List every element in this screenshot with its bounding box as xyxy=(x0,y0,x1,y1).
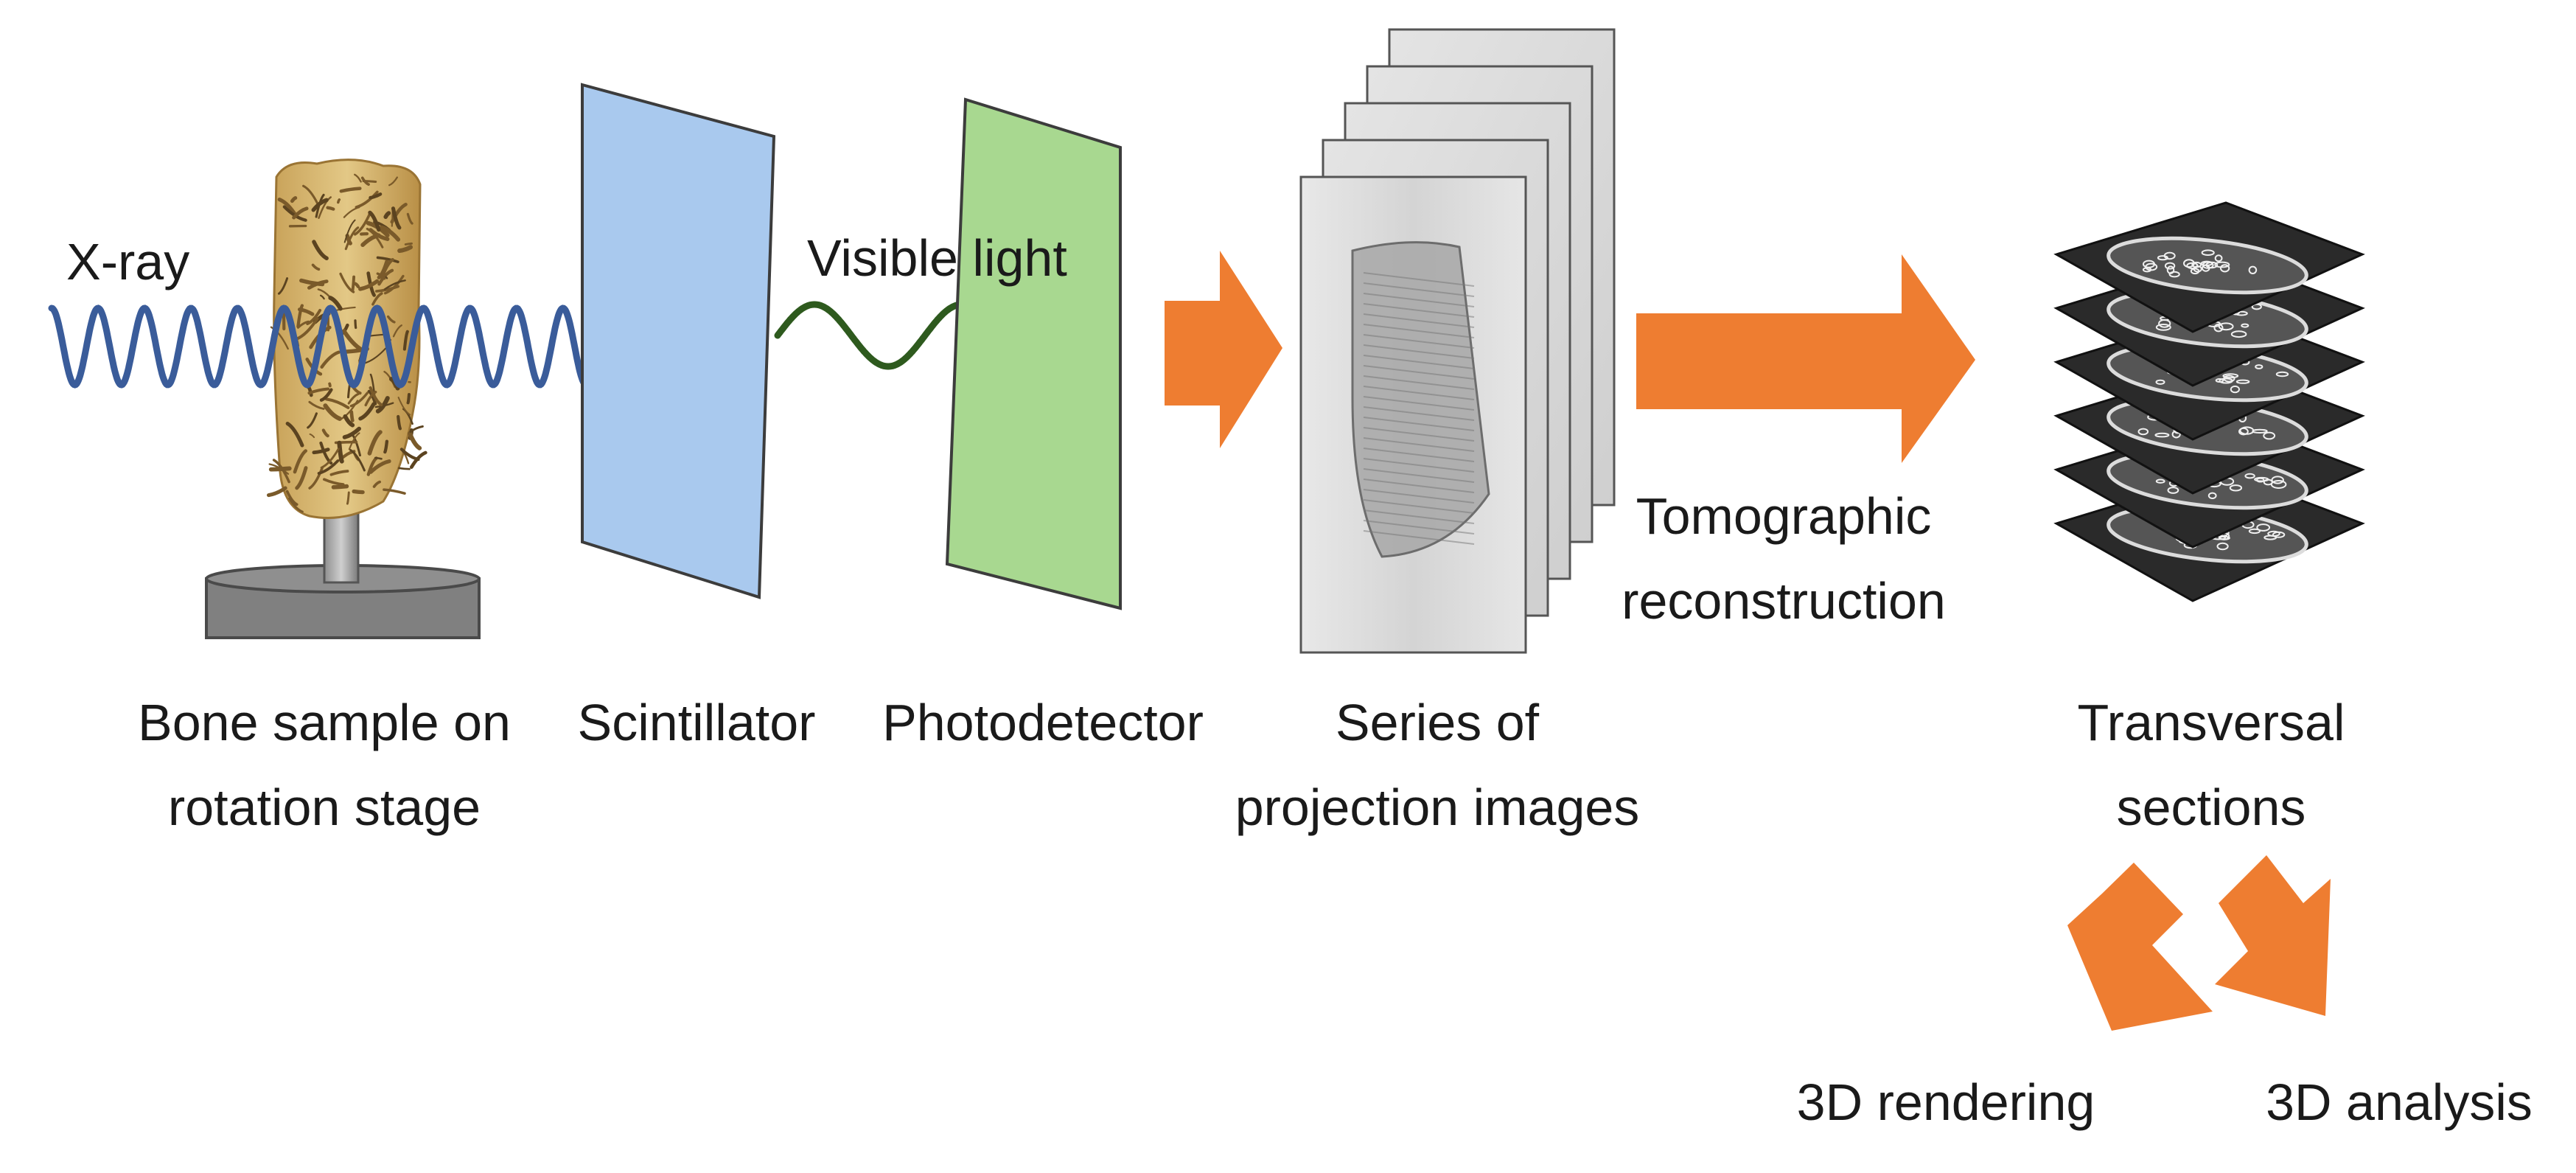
projection-images-label-line1: Series of xyxy=(1224,682,1651,763)
3d-rendering-label: 3D rendering xyxy=(1769,1062,2123,1143)
bone-strand xyxy=(328,208,334,209)
bone-strand xyxy=(352,277,354,290)
3d-analysis-label: 3D analysis xyxy=(2244,1062,2554,1143)
bone-strand xyxy=(338,200,340,203)
visible-light-label: Visible light xyxy=(807,217,1067,299)
photodetector-plate xyxy=(947,100,1120,608)
bone-strand xyxy=(347,492,349,504)
projection-images-label-line2: projection images xyxy=(1224,767,1651,848)
flow-arrow-to-analysis xyxy=(2215,855,2331,1016)
scintillator-label: Scintillator xyxy=(549,682,844,763)
bone-strand xyxy=(269,488,286,495)
flow-arrow-reconstruction xyxy=(1636,254,1975,463)
flow-arrow-to-rendering xyxy=(2067,863,2213,1031)
projection-image-stack xyxy=(1301,29,1614,652)
bone-strand xyxy=(385,442,387,453)
bone-sample-label-line1: Bone sample on xyxy=(103,682,545,763)
bone-strand xyxy=(363,181,376,182)
bone-strand xyxy=(375,458,381,459)
bone-strand xyxy=(405,243,411,244)
bone-strand xyxy=(399,468,409,469)
tomographic-reconstruction-label-line1: Tomographic xyxy=(1607,476,1961,557)
bone-strand xyxy=(385,213,388,217)
transversal-section-stack xyxy=(2056,203,2362,601)
tomographic-reconstruction-label-line2: reconstruction xyxy=(1607,560,1961,641)
bone-strand xyxy=(386,277,387,278)
bone-strand xyxy=(408,394,409,403)
bone-strand xyxy=(339,443,342,462)
bone-strand xyxy=(398,417,400,428)
bone-strand xyxy=(410,434,419,448)
flow-arrow-to-projections xyxy=(1165,251,1282,448)
photodetector-label: Photodetector xyxy=(866,682,1220,763)
rotation-stage xyxy=(206,501,479,638)
bone-strand xyxy=(355,321,356,328)
xray-label: X-ray xyxy=(66,221,189,302)
bone-sample-label-line2: rotation stage xyxy=(103,767,545,848)
bone-strand xyxy=(352,412,353,421)
bone-strand xyxy=(329,384,330,386)
transversal-sections-label-line1: Transversal xyxy=(2064,682,2359,763)
transversal-sections-label-line2: sections xyxy=(2064,767,2359,848)
scintillator-plate xyxy=(582,85,774,597)
